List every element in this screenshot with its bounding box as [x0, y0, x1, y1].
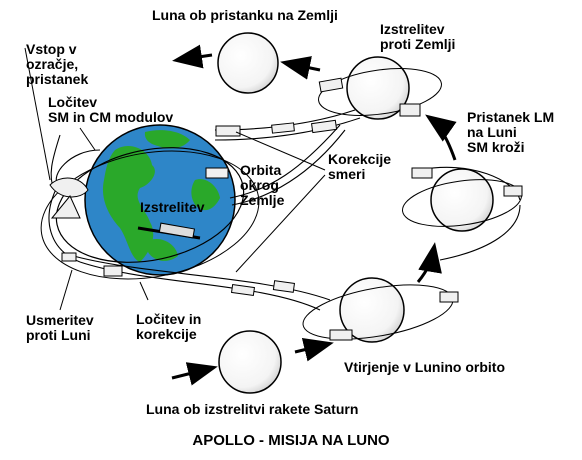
label-earth-orbit: Orbita okrog Zemlje — [240, 162, 285, 208]
moon-lunar-orbit — [302, 277, 454, 343]
label-launch-to-earth: Izstrelitev proti Zemlji — [380, 21, 456, 52]
label-translunar: Usmeritev proti Luni — [26, 312, 94, 343]
label-launch: Izstrelitev — [140, 199, 205, 215]
moon-at-launch — [218, 330, 282, 394]
arrow-moon-motion — [294, 337, 334, 362]
label-reentry: Vstop v ozračje, pristanek — [26, 41, 89, 87]
arrow-lunar-departure — [425, 114, 457, 161]
arrow-launch-earth — [280, 56, 321, 80]
earth-land-east — [191, 179, 220, 211]
label-lunar-orbit-insertion: Vtirjenje v Lunino orbito — [344, 359, 505, 375]
moon-lm-landing — [402, 168, 522, 232]
earth-land-americas — [102, 145, 155, 262]
label-moon-return: Luna ob pristanku na Zemlji — [152, 7, 338, 23]
label-course-corrections: Korekcije smeri — [328, 151, 392, 182]
diagram-title: APOLLO - MISIJA NA LUNO — [192, 432, 390, 449]
label-separation-correction: Ločitev in korekcije — [136, 311, 202, 342]
arrow-return-earth — [172, 44, 213, 69]
spacecraft-icons — [49, 77, 523, 341]
label-sm-cm-separation: Ločitev SM in CM modulov — [48, 94, 174, 125]
leader-lines — [24, 47, 326, 311]
earth — [40, 124, 260, 280]
moon-return — [217, 32, 279, 94]
label-lm-landing: Pristanek LM na Luni SM kroži — [467, 109, 555, 155]
earth-land-north — [144, 130, 190, 149]
moon-launch-to-earth — [318, 56, 442, 120]
earth-land-south — [148, 238, 178, 261]
arrow-lunar-landing — [416, 242, 442, 283]
direction-arrows — [171, 44, 457, 386]
label-moon-at-launch: Luna ob izstrelitvi rakete Saturn — [146, 401, 359, 417]
arrow-moon-approach — [171, 362, 218, 386]
